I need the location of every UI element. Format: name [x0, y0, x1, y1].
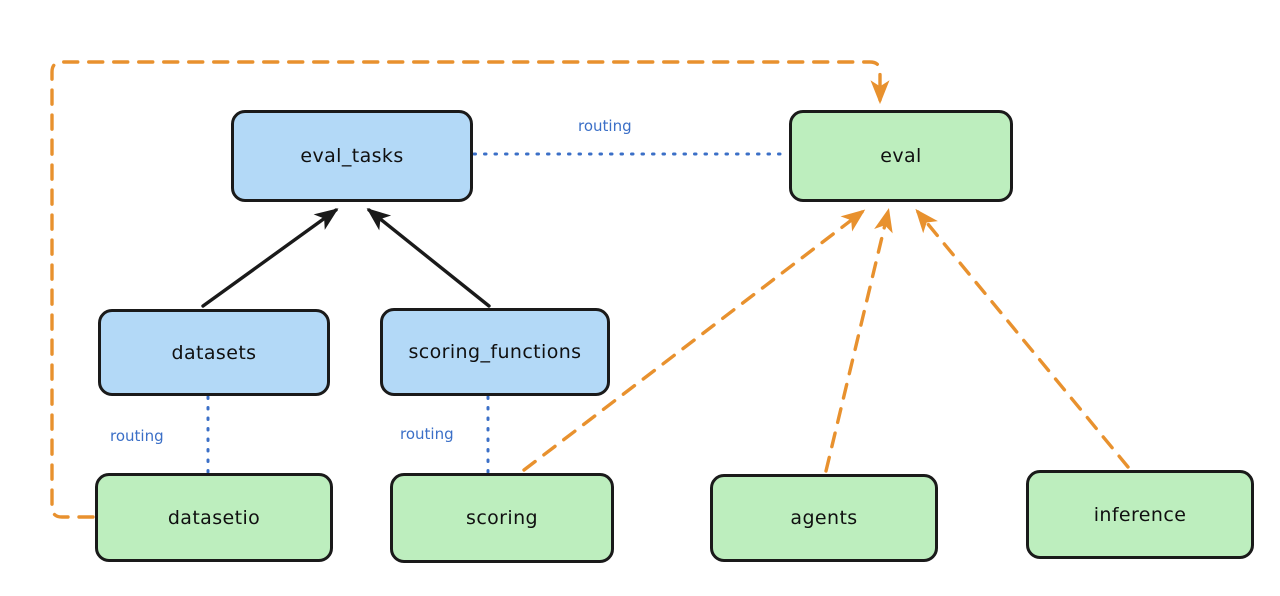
edge-label-routing-eval: routing — [578, 117, 632, 135]
node-scoring[interactable]: scoring — [390, 473, 614, 563]
edge-agents-to-eval — [824, 208, 893, 473]
edge-label-routing-datasetio: routing — [110, 427, 164, 445]
edge-datasetio-to-eval — [50, 60, 890, 519]
node-eval-tasks-label: eval_tasks — [300, 145, 404, 167]
node-datasets-label: datasets — [171, 341, 257, 364]
node-datasetio[interactable]: datasetio — [95, 473, 333, 562]
edge-datasets-to-eval-tasks — [201, 208, 339, 308]
node-eval[interactable]: eval — [789, 110, 1013, 202]
edge-label-routing-scoring: routing — [400, 425, 454, 443]
edge-scoring-to-eval — [522, 209, 866, 472]
node-scoring-label: scoring — [466, 507, 538, 529]
node-scoring-functions[interactable]: scoring_functions — [380, 308, 610, 396]
node-inference-label: inference — [1093, 503, 1187, 526]
edge-inference-to-eval — [915, 208, 1130, 469]
node-inference[interactable]: inference — [1026, 470, 1254, 559]
node-datasets[interactable]: datasets — [98, 309, 330, 396]
node-eval-tasks[interactable]: eval_tasks — [231, 110, 473, 202]
node-eval-label: eval — [880, 145, 922, 167]
node-agents-label: agents — [790, 507, 858, 529]
node-datasetio-label: datasetio — [167, 506, 261, 529]
edge-scoring-functions-to-eval-tasks — [366, 208, 491, 308]
node-agents[interactable]: agents — [710, 474, 938, 562]
node-scoring-functions-label: scoring_functions — [408, 341, 582, 363]
